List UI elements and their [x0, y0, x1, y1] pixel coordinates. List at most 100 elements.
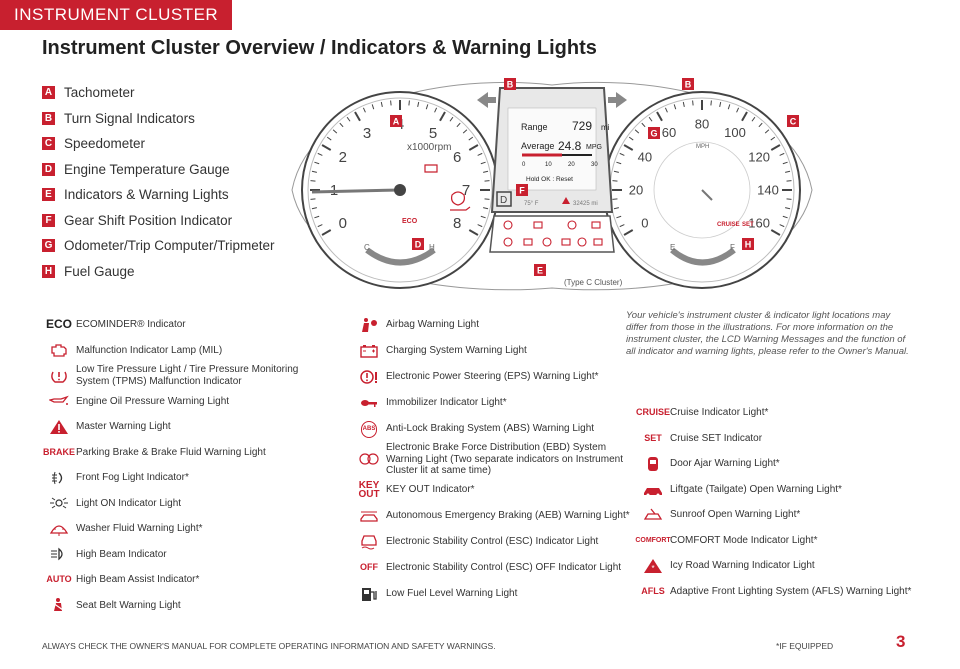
gear-indicator: D [500, 195, 507, 206]
gauge-tick [417, 101, 420, 107]
gauge-tick [764, 129, 770, 134]
gauge-tick [782, 161, 788, 165]
gauge-tick [456, 122, 461, 128]
gauge-tick [362, 107, 366, 113]
gauge-tick [310, 180, 316, 182]
gauge-number: 0 [339, 215, 347, 232]
indicator-label: Front Fog Light Indicator* [76, 472, 189, 483]
gauge-tick [751, 116, 756, 122]
range-unit: mi [601, 123, 610, 132]
oil-can-icon [450, 206, 471, 211]
indicator-row: Door Ajar Warning Light* [636, 451, 926, 477]
callout-badge [648, 127, 660, 139]
gauge-tick [758, 122, 763, 128]
legend-label: Turn Signal Indicators [64, 110, 195, 126]
cluster-caption: (Type C Cluster) [564, 278, 623, 287]
callout-badge [787, 115, 799, 127]
indicator-label: Seat Belt Warning Light [76, 599, 181, 611]
indicator-row: Master Warning Light [42, 414, 322, 440]
legend-label: Speedometer [64, 136, 146, 152]
gauge-tick [468, 229, 479, 236]
legend-badge: B [42, 111, 55, 125]
gauge-tick [321, 229, 332, 236]
lcd-scale-number: 20 [568, 162, 575, 168]
gauge-tick [468, 136, 474, 141]
gauge-tick [770, 229, 781, 236]
gauge-tick [770, 136, 776, 141]
avg-value: 24.8 [558, 139, 582, 153]
avg-label: Average [521, 141, 554, 151]
range-label: Range [521, 122, 548, 132]
tach-unit: x1000rpm [407, 142, 451, 153]
eco-label: ECO [402, 218, 418, 225]
range-value: 729 [572, 119, 592, 133]
temp-c: C [364, 243, 370, 252]
indicator-label: ECOMINDER® Indicator [76, 319, 186, 330]
legend-label: Fuel Gauge [64, 263, 135, 279]
fog-light-icon [42, 470, 76, 486]
gauge-tick [779, 224, 785, 228]
indicator-label: Autonomous Emergency Braking (AEB) Warni… [386, 509, 630, 521]
indicator-label: Low Fuel Level Warning Light [386, 587, 518, 599]
gauge-tick [354, 111, 361, 122]
hold-reset: Hold OK : Reset [526, 176, 573, 183]
gauge-number: 40 [638, 149, 652, 164]
gauge-tick [628, 136, 634, 141]
indicator-label: Electronic Brake Force Distribution (EBD… [386, 442, 623, 476]
tire-pressure-icon [42, 368, 76, 384]
indicator-row: Low Fuel Level Warning Light [352, 581, 632, 607]
temp-h: H [429, 243, 435, 252]
key-out-text: OUT [358, 488, 380, 500]
gauge-number: 5 [429, 125, 437, 142]
gauge-tick [477, 152, 483, 156]
indicator-label: Low Tire Pressure Light / Tire Pressure … [76, 364, 299, 387]
battery-icon [352, 343, 386, 359]
gauge-number: 160 [748, 215, 770, 230]
gauge-tick [317, 224, 323, 228]
gauge-tick [612, 198, 618, 200]
legend-badge: F [42, 213, 55, 227]
indicator-label: Electronic Power Steering (EPS) Warning … [386, 371, 599, 383]
indicator-label: Washer Fluid Warning Light* [76, 523, 203, 534]
gauge-tick [314, 161, 320, 165]
eps-icon [352, 369, 386, 385]
gauge-tick [483, 207, 489, 210]
gauge-number: 100 [724, 125, 746, 140]
gauge-tick [314, 215, 320, 219]
gauge-tick [434, 107, 438, 113]
lcd-scale-number: 0 [522, 162, 526, 168]
tach-needle [311, 188, 401, 194]
eco-icon: ECO [42, 317, 76, 332]
indicator-label: Electronic Stability Control (ESC) OFF I… [386, 561, 622, 573]
legend-badge: G [42, 239, 55, 253]
eco-text: ECO [45, 317, 72, 332]
indicator-row: Electronic Power Steering (EPS) Warning … [352, 364, 632, 390]
gauge-number: 60 [662, 125, 676, 140]
gauge-tick [332, 129, 338, 134]
indicator-label: Anti-Lock Braking System (ABS) Warning L… [386, 423, 595, 435]
indicator-row: Washer Fluid Warning Light* [42, 516, 322, 542]
key-out-text: KEY [358, 479, 380, 491]
gauge-tick [727, 104, 731, 110]
gauge-tick [425, 104, 429, 110]
fuel-e: E [670, 243, 675, 252]
lcd-scale-number: 10 [545, 162, 552, 168]
gauge-tick [786, 180, 792, 182]
indicator-row: Electronic Stability Control (ESC) Indic… [352, 529, 632, 555]
gauge-tick [692, 100, 694, 106]
legend-badge: H [42, 264, 55, 278]
warning-triangle-icon [42, 419, 76, 435]
brake-icon: BRAKE [42, 447, 76, 457]
lcd-temp: 75° F [524, 201, 539, 207]
